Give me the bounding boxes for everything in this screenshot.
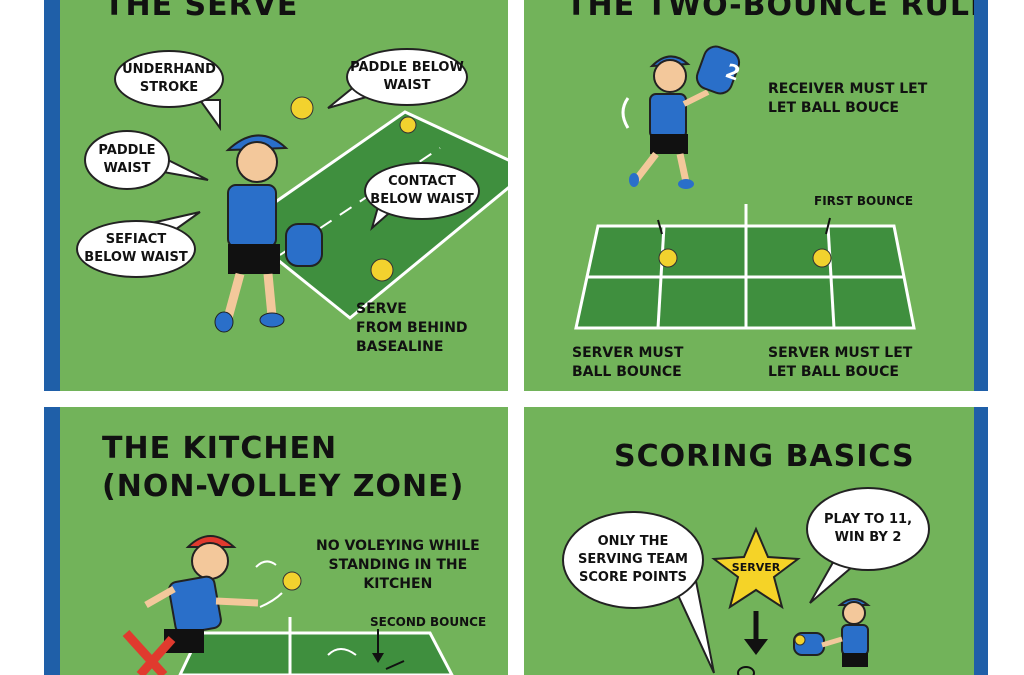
ball-icon [370,258,394,282]
bubble-play-to-11: PLAY TO 11, WIN BY 2 [806,487,930,571]
panel-title: THE SERVE [104,0,299,23]
scoring-illustration [676,526,871,675]
ball-icon [290,96,314,120]
two-bounce-illustration [574,45,916,330]
kitchen-illustration [122,535,454,675]
bubble-paddle-below-waist: PADDLE BELOW WAIST [346,48,468,106]
panel-divider-vertical [508,0,524,675]
ball-icon [658,248,678,268]
bubble-paddle-waist: PADDLE WAIST [84,130,170,190]
serve-note: SERVE FROM BEHIND BASEALINE [356,301,468,355]
player-figure [793,598,871,667]
star-label: SERVER [731,561,781,574]
second-bounce-label: SECOND BOUNCE [370,615,487,629]
ball-icon [399,116,417,134]
player-figure [214,134,323,333]
ball-icon [812,248,832,268]
server-note-left: SERVER MUST BALL BOUNCE [572,345,684,380]
paddle-icon [695,45,741,95]
kitchen-court [178,631,454,675]
panel-scoring-basics: SCORING BASICS ONLY THE SERVING TEAM SCO… [524,407,974,675]
bubble-underhand-stroke: UNDERHAND STROKE [114,50,224,108]
bubble-contact-below-waist: CONTACT BELOW WAIST [364,162,480,220]
panel-title: THE TWO-BOUNCE RULE [566,0,974,23]
server-note-right: SERVER MUST LET LET BALL BOUCE [768,345,913,380]
panel-title: SCORING BASICS [614,439,915,474]
ball-icon [282,571,302,591]
red-x-icon [122,629,176,675]
player-figure [144,535,259,653]
panel-two-bounce-rule: THE TWO-BOUNCE RULE 2 RECEIVER MUST LET … [524,0,974,391]
star-icon [711,526,801,610]
paddle-icon [285,223,323,267]
receiver-note: RECEIVER MUST LET LET BALL BOUCE [768,81,928,116]
bubble-contact-below-waist-left: SEFIACT BELOW WAIST [76,220,196,278]
kitchen-title-line2: (NON-VOLLEY ZONE) [102,469,465,504]
bubble-serving-team: ONLY THE SERVING TEAM SCORE POINTS [562,511,704,609]
panel-the-serve: THE SERVE UNDERHAND STROKE PADDLE BELOW … [60,0,508,391]
kitchen-title-line1: THE KITCHEN [102,431,338,466]
player-figure [621,45,741,189]
first-bounce-label: FIRST BOUNCE [814,194,914,208]
ball-icon [794,634,806,646]
no-volley-note: NO VOLEYING WHILE STANDING IN THE KITCHE… [316,538,480,592]
panel-the-kitchen: THE KITCHEN (NON-VOLLEY ZONE) NO VOLEYIN… [60,407,508,675]
